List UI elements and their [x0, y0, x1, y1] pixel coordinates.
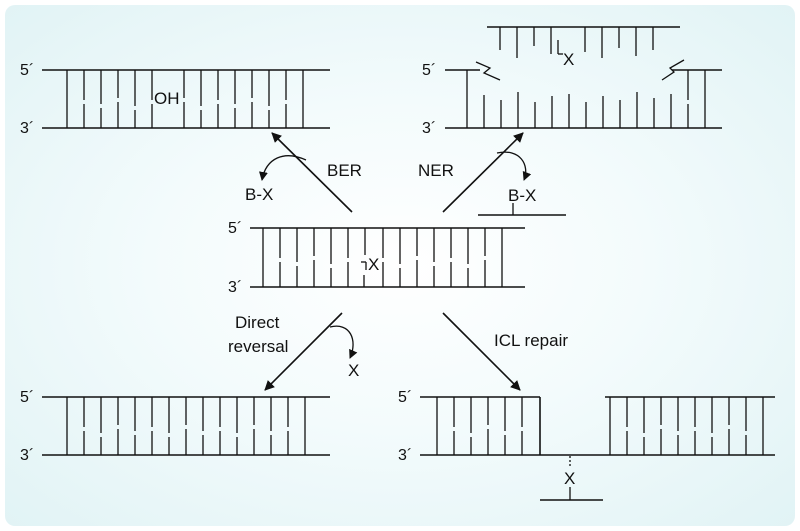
- ner-label: NER: [418, 161, 454, 180]
- ber-release-arrow: [259, 155, 307, 181]
- direct-reversal-arrow: [264, 312, 343, 391]
- center-three-prime-label: 3´: [228, 279, 242, 296]
- direct-reversal-label-line1: Direct: [235, 313, 280, 332]
- icl-crosslink-label: X: [564, 469, 575, 488]
- direct-reversal-label-line2: reversal: [228, 337, 288, 356]
- ner-base-pairs: [466, 70, 706, 128]
- ner-left-cut-mark: [475, 61, 501, 81]
- direct-reversal-released-label: X: [348, 361, 359, 380]
- ber-label: BER: [327, 161, 362, 180]
- dr-three-prime-label: 3´: [20, 447, 34, 464]
- icl-duplex: 5´ 3´ X: [398, 389, 775, 501]
- background-panel: [5, 5, 795, 526]
- ner-three-prime-label: 3´: [422, 120, 436, 137]
- direct-reversal-duplex: 5´ 3´: [20, 389, 330, 464]
- ber-base-pairs: [66, 70, 304, 128]
- center-base-pairs: [262, 228, 503, 287]
- ner-duplex: 5´ 3´: [422, 59, 722, 137]
- ber-five-prime-label: 5´: [20, 62, 34, 79]
- icl-three-prime-label: 3´: [398, 447, 412, 464]
- ner-released-base-label: B-X: [508, 186, 536, 205]
- ber-three-prime-label: 3´: [20, 120, 34, 137]
- icl-five-prime-label: 5´: [398, 389, 412, 406]
- ner-right-cut-mark: [661, 59, 685, 81]
- ner-five-prime-label: 5´: [422, 62, 436, 79]
- oh-label: OH: [154, 89, 180, 108]
- icl-repair-label: ICL repair: [494, 331, 568, 350]
- ner-arrow: [442, 132, 524, 213]
- ner-excised-oligo: X: [487, 26, 680, 69]
- center-five-prime-label: 5´: [228, 220, 242, 237]
- ner-release-arrow: [496, 151, 532, 181]
- dr-base-pairs: [66, 397, 306, 455]
- ber-duplex: 5´ 3´ OH: [20, 62, 330, 137]
- center-duplex: 5´ 3´ X: [228, 220, 525, 296]
- ner-lesion-label: X: [563, 50, 574, 69]
- ber-released-base-label: B-X: [245, 185, 273, 204]
- direct-release-arrow: [329, 325, 358, 359]
- ber-arrow: [271, 132, 353, 213]
- icl-base-pairs: [436, 397, 764, 455]
- icl-repair-arrow: [442, 312, 521, 391]
- dr-five-prime-label: 5´: [20, 389, 34, 406]
- center-lesion-label: X: [368, 255, 379, 274]
